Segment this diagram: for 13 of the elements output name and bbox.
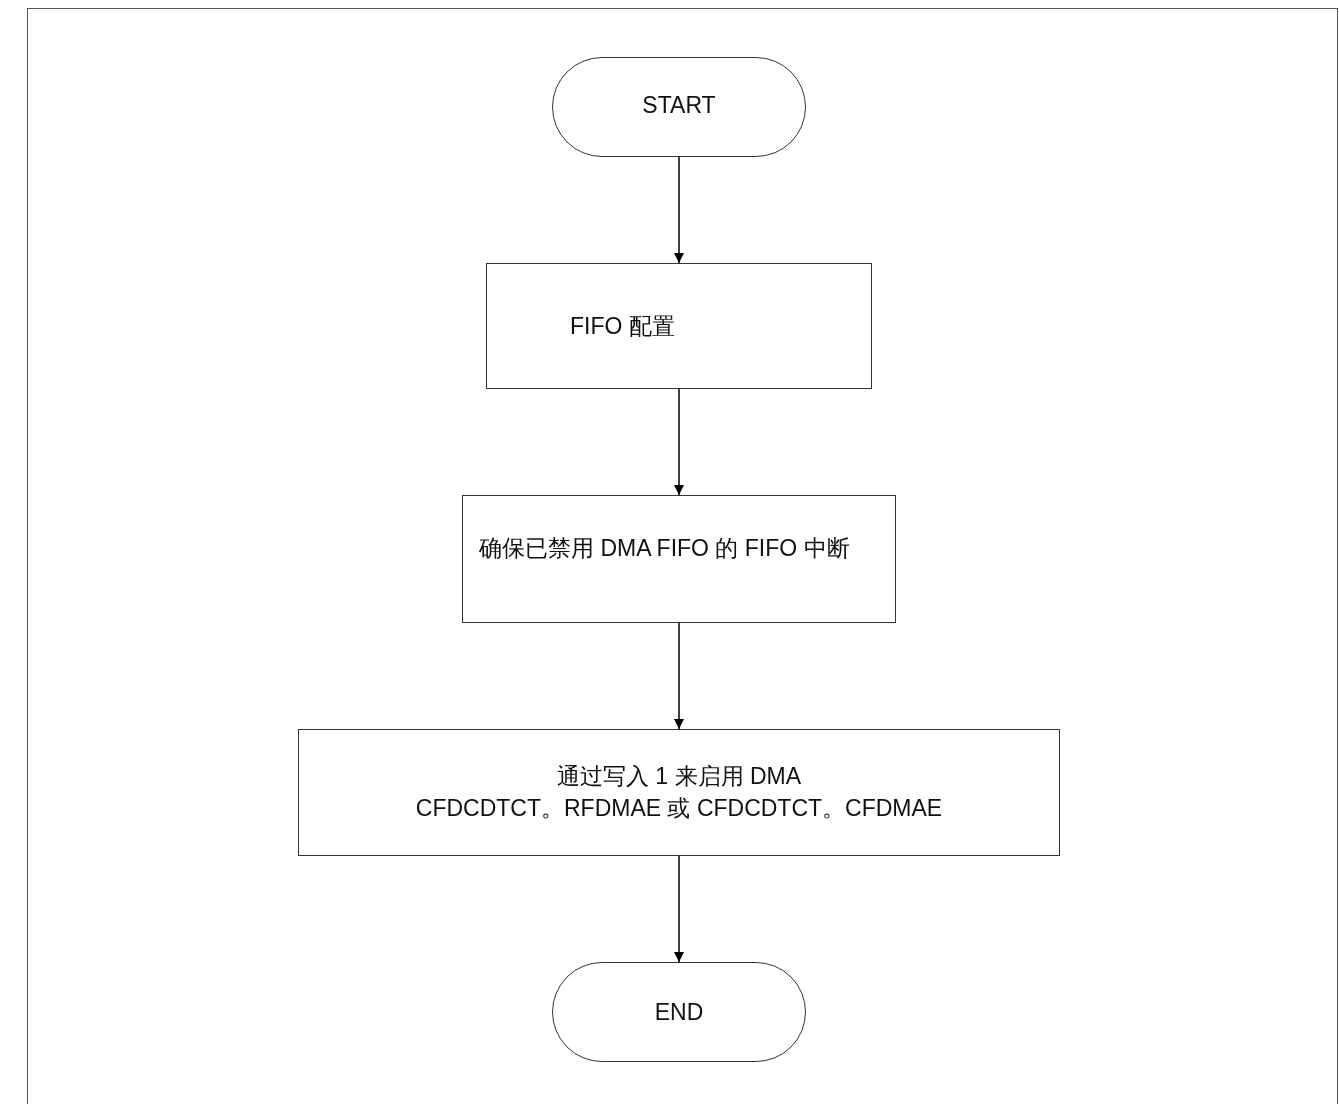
- process-box: [462, 495, 896, 623]
- step-text: 确保已禁用 DMA FIFO 的 FIFO 中断: [479, 534, 850, 563]
- arrow: [674, 855, 684, 963]
- step-text: FIFO 配置: [570, 312, 675, 341]
- arrow: [674, 388, 684, 496]
- arrow: [674, 156, 684, 264]
- step-text: CFDCDTCT。RFDMAE 或 CFDCDTCT。CFDMAE: [415, 794, 943, 823]
- arrow: [674, 622, 684, 730]
- process-box: [298, 729, 1060, 856]
- step-text: END: [654, 998, 704, 1027]
- step-text: 通过写入 1 来启用 DMA: [556, 762, 802, 791]
- process-box: [486, 263, 872, 389]
- step-text: START: [642, 91, 716, 120]
